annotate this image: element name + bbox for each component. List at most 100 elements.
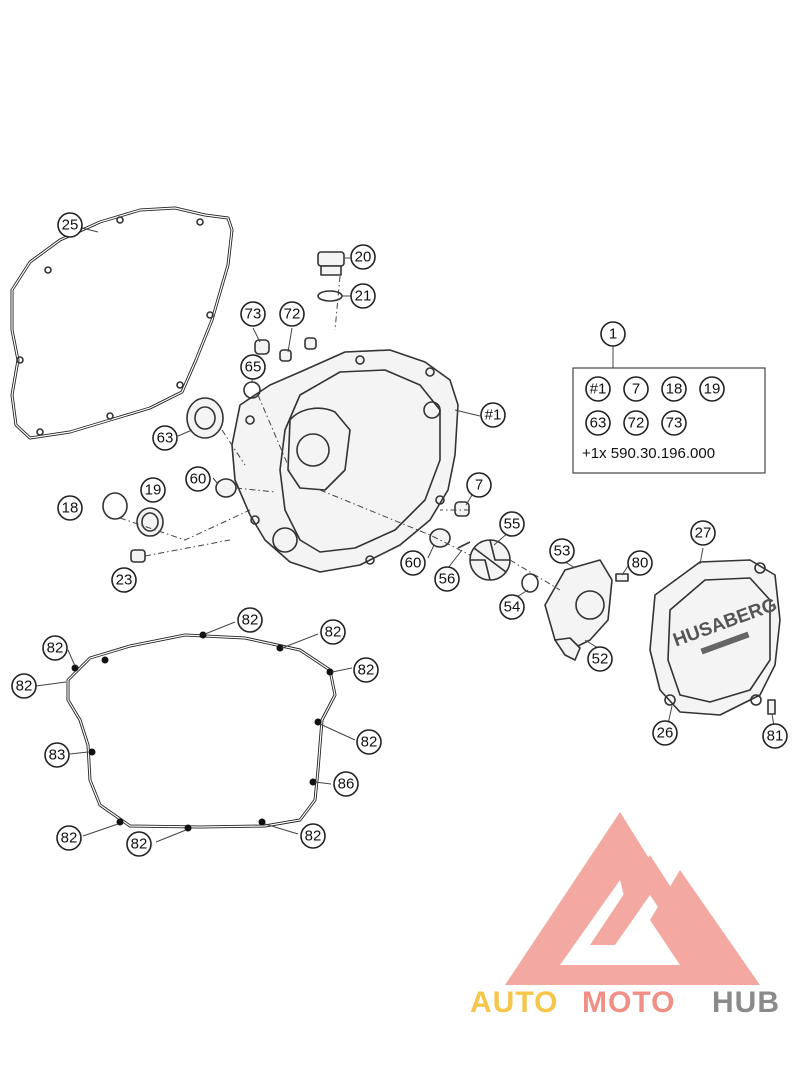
svg-text:63: 63 xyxy=(157,430,174,447)
callout-60-left: 60 xyxy=(185,466,211,492)
callout-81: 81 xyxy=(762,723,788,749)
callout-80: 80 xyxy=(627,550,653,576)
oil-filler-plug xyxy=(317,251,345,276)
svg-text:23: 23 xyxy=(116,572,133,589)
callout-63: 63 xyxy=(152,425,178,451)
svg-text:21: 21 xyxy=(355,288,372,305)
callout-18: 18 xyxy=(57,495,83,521)
screw-80 xyxy=(615,573,629,582)
svg-text:80: 80 xyxy=(632,555,649,572)
svg-text:72: 72 xyxy=(284,306,301,323)
svg-text:82: 82 xyxy=(361,734,378,751)
svg-text:65: 65 xyxy=(245,359,262,376)
bushings-73-72 xyxy=(254,337,317,362)
callout-7: 7 xyxy=(466,472,492,498)
svg-text:56: 56 xyxy=(439,571,456,588)
callout-82-f: 82 xyxy=(356,729,382,755)
callout-53: 53 xyxy=(549,538,575,564)
screw-81 xyxy=(767,699,776,715)
svg-text:60: 60 xyxy=(405,555,422,572)
callout-82-i: 82 xyxy=(300,823,326,849)
svg-text:#1: #1 xyxy=(590,381,607,398)
svg-text:86: 86 xyxy=(338,776,355,793)
callout-83: 83 xyxy=(44,742,70,768)
svg-text:73: 73 xyxy=(666,415,683,432)
kit-item-73: 73 xyxy=(661,410,687,436)
kit-extra-part: +1x 590.30.196.000 xyxy=(582,445,715,462)
callout-82-d: 82 xyxy=(353,657,379,683)
callout-26: 26 xyxy=(652,720,678,746)
svg-text:27: 27 xyxy=(695,525,712,542)
svg-text:82: 82 xyxy=(325,624,342,641)
svg-text:18: 18 xyxy=(62,500,79,517)
kit-item-19: 19 xyxy=(699,376,725,402)
svg-text:82: 82 xyxy=(61,830,78,847)
svg-text:20: 20 xyxy=(355,249,372,266)
water-pump-cover xyxy=(544,559,613,661)
watermark-logo xyxy=(505,812,760,985)
seal-60-right xyxy=(429,528,451,548)
svg-text:#1: #1 xyxy=(485,407,502,424)
kit-item-63: 63 xyxy=(585,410,611,436)
pin-23 xyxy=(130,549,146,563)
svg-text:52: 52 xyxy=(592,651,609,668)
kit-item-18: 18 xyxy=(661,376,687,402)
callout-52: 52 xyxy=(587,646,613,672)
o-ring-54 xyxy=(521,573,539,593)
callout-19: 19 xyxy=(140,477,166,503)
seal-60-left xyxy=(215,478,237,498)
callout-82-h: 82 xyxy=(126,831,152,857)
svg-text:82: 82 xyxy=(242,612,259,629)
gasket-25 xyxy=(10,206,234,440)
callout-73: 73 xyxy=(240,301,266,327)
ignition-cover-27: HUSABERG xyxy=(649,559,781,716)
svg-text:60: 60 xyxy=(190,471,207,488)
callout-cover-1: #1 xyxy=(480,402,506,428)
callout-82-g: 82 xyxy=(56,825,82,851)
assembly-lines xyxy=(119,275,561,591)
callout-82-c: 82 xyxy=(42,635,68,661)
impeller-55 xyxy=(469,539,511,581)
svg-text:55: 55 xyxy=(504,516,521,533)
callouts: 25 20 21 73 72 65 63 60 19 18 23 #1 7 55… xyxy=(11,212,788,857)
callout-65: 65 xyxy=(240,354,266,380)
callout-82-e: 82 xyxy=(11,673,37,699)
svg-text:26: 26 xyxy=(657,725,674,742)
callout-20: 20 xyxy=(350,244,376,270)
svg-text:82: 82 xyxy=(16,678,33,695)
kit-item-7: 7 xyxy=(623,376,649,402)
svg-text:83: 83 xyxy=(49,747,66,764)
svg-text:53: 53 xyxy=(554,543,571,560)
svg-text:7: 7 xyxy=(632,381,640,398)
svg-text:82: 82 xyxy=(358,662,375,679)
svg-text:18: 18 xyxy=(666,381,683,398)
callout-27: 27 xyxy=(690,520,716,546)
callout-72: 72 xyxy=(279,301,305,327)
watermark-text: AUTO MOTO HUB xyxy=(470,986,780,1019)
kit-number-callout: 1 xyxy=(600,321,626,347)
gasket-82-dots xyxy=(71,631,334,832)
svg-text:19: 19 xyxy=(704,381,721,398)
svg-text:81: 81 xyxy=(767,728,784,745)
bushing-7 xyxy=(454,501,470,517)
svg-text:82: 82 xyxy=(131,836,148,853)
kit-item-1: #1 xyxy=(585,376,611,402)
watermark-auto: AUTO xyxy=(470,986,558,1019)
bearing-63 xyxy=(186,397,224,439)
kit-contents-box: 1 #1 7 18 19 63 72 73 +1x 590.30.196.000 xyxy=(572,321,766,474)
callout-23: 23 xyxy=(111,567,137,593)
svg-text:82: 82 xyxy=(47,640,64,657)
callout-55: 55 xyxy=(499,511,525,537)
callout-25: 25 xyxy=(57,212,83,238)
callout-54: 54 xyxy=(499,594,525,620)
gasket-82 xyxy=(66,633,337,829)
watermark-moto: MOTO xyxy=(582,986,675,1019)
o-ring-65 xyxy=(243,381,261,399)
clutch-cover-main xyxy=(231,349,459,573)
svg-text:63: 63 xyxy=(590,415,607,432)
svg-text:1: 1 xyxy=(609,326,617,343)
watermark-hub: HUB xyxy=(712,986,780,1019)
svg-text:72: 72 xyxy=(628,415,645,432)
svg-text:82: 82 xyxy=(305,828,322,845)
pin-56 xyxy=(457,541,471,549)
